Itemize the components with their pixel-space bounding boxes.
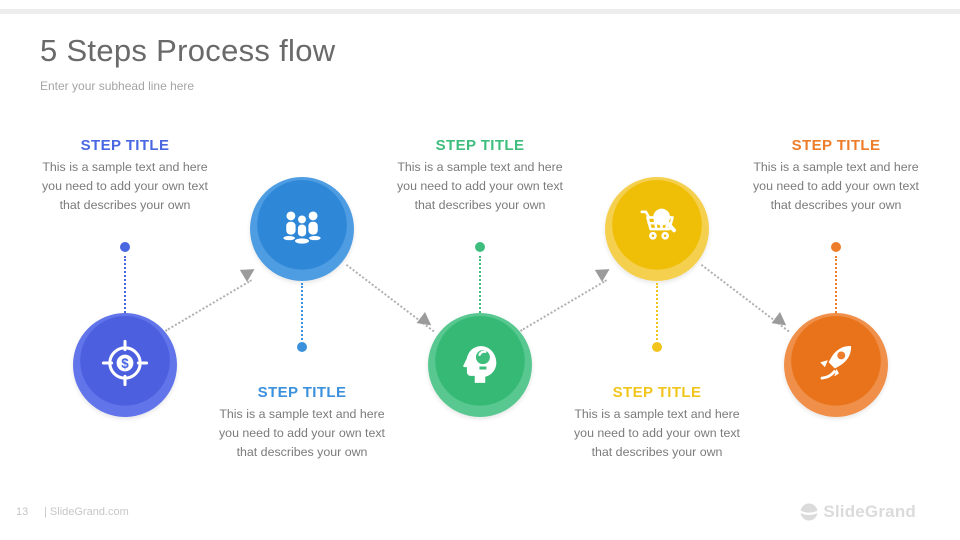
step-item-3: STEP TITLE This is a sample text and her… [370,130,590,475]
svg-text:$: $ [121,355,129,370]
step-item-4: STEP TITLE This is a sample text and her… [547,130,767,475]
team-icon [274,199,330,260]
cart-search-icon [629,199,685,260]
step-item-1: STEP TITLE This is a sample text and her… [15,130,235,475]
step-description: This is a sample text and here you need … [218,407,385,459]
step-circle [784,313,888,417]
top-accent-bar [0,9,960,14]
connector-vline [479,256,481,313]
connector-vline [124,256,126,313]
connector-dot [297,342,307,352]
step-description: This is a sample text and here you need … [752,160,919,212]
step-circle [250,177,354,281]
slide-title: 5 Steps Process flow [40,33,336,68]
page-number: 13 [16,506,29,518]
footer: 13 | SlideGrand.com [16,506,129,518]
step-text-block: STEP TITLE This is a sample text and her… [15,137,235,215]
connector-vline [835,256,837,313]
rocket-icon [808,335,864,396]
step-circle [428,313,532,417]
connector-dot [475,242,485,252]
connector-dot [831,242,841,252]
dollar-target-icon: $ [97,335,153,396]
step-circle [605,177,709,281]
step-description: This is a sample text and here you need … [396,160,563,212]
step-text-block: STEP TITLE This is a sample text and her… [547,384,767,462]
idea-head-icon [452,335,508,396]
connector-dot [652,342,662,352]
step-title: STEP TITLE [435,137,525,154]
brand-name: SlideGrand [823,502,916,521]
step-text-block: STEP TITLE This is a sample text and her… [370,137,590,215]
step-title: STEP TITLE [612,384,702,401]
slide-subtitle: Enter your subhead line here [40,79,195,93]
step-text-block: STEP TITLE This is a sample text and her… [192,384,412,462]
step-item-5: STEP TITLE This is a sample text and her… [726,130,946,475]
connector-vline [301,283,303,340]
step-circle: $ [73,313,177,417]
step-item-2: STEP TITLE This is a sample text and her… [192,130,412,475]
slidegrand-logo-icon [800,503,819,521]
step-title: STEP TITLE [257,384,347,401]
footer-website: | SlideGrand.com [44,506,129,518]
step-description: This is a sample text and here you need … [573,407,740,459]
connector-vline [656,283,658,340]
step-title: STEP TITLE [791,137,881,154]
step-title: STEP TITLE [80,137,170,154]
brand-logo: SlideGrand [800,502,916,522]
step-description: This is a sample text and here you need … [41,160,208,212]
step-text-block: STEP TITLE This is a sample text and her… [726,137,946,215]
connector-dot [120,242,130,252]
